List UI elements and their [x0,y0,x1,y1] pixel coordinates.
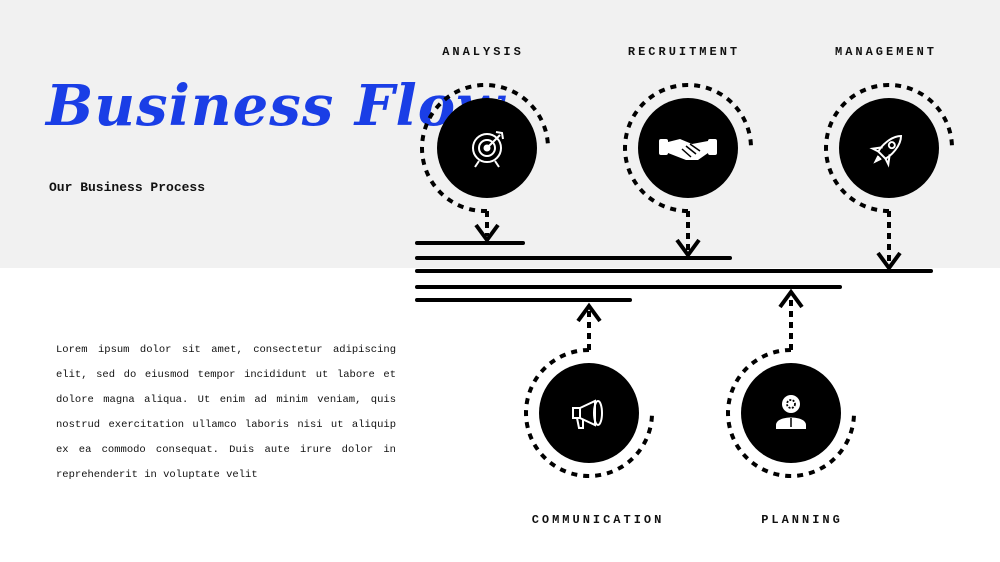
dashed-ring [623,83,753,213]
up-arrow [778,288,804,309]
up-arrow [576,302,602,323]
description-paragraph: Lorem ipsum dolor sit amet, consectetur … [56,344,396,481]
down-arrow [675,238,701,259]
step-label-planning: PLANNING [761,513,843,527]
dashed-ring [524,348,654,478]
node-circle [539,363,639,463]
step-node-planning [726,288,856,478]
brain-person-icon [776,395,806,429]
step-label-management: MANAGEMENT [834,45,938,59]
step-node-communication [524,302,654,478]
target-icon [472,131,504,168]
step-node-management [824,83,954,272]
dashed-ring [824,83,954,213]
page-subtitle: Our Business Process [49,180,206,195]
step-label-analysis: ANALYSIS [442,45,524,59]
timeline-bars [415,241,933,302]
step-node-analysis [420,83,550,244]
dashed-ring [726,348,856,478]
down-arrow [474,223,500,244]
rocket-icon [869,134,903,168]
dashed-ring [420,83,550,214]
step-label-communication: COMMUNICATION [531,513,665,527]
down-arrow [876,251,902,272]
step-label-recruitment: RECRUITMENT [627,45,741,59]
step-node-recruitment [623,83,753,259]
megaphone-icon [572,399,603,429]
handshake-icon [659,139,717,160]
